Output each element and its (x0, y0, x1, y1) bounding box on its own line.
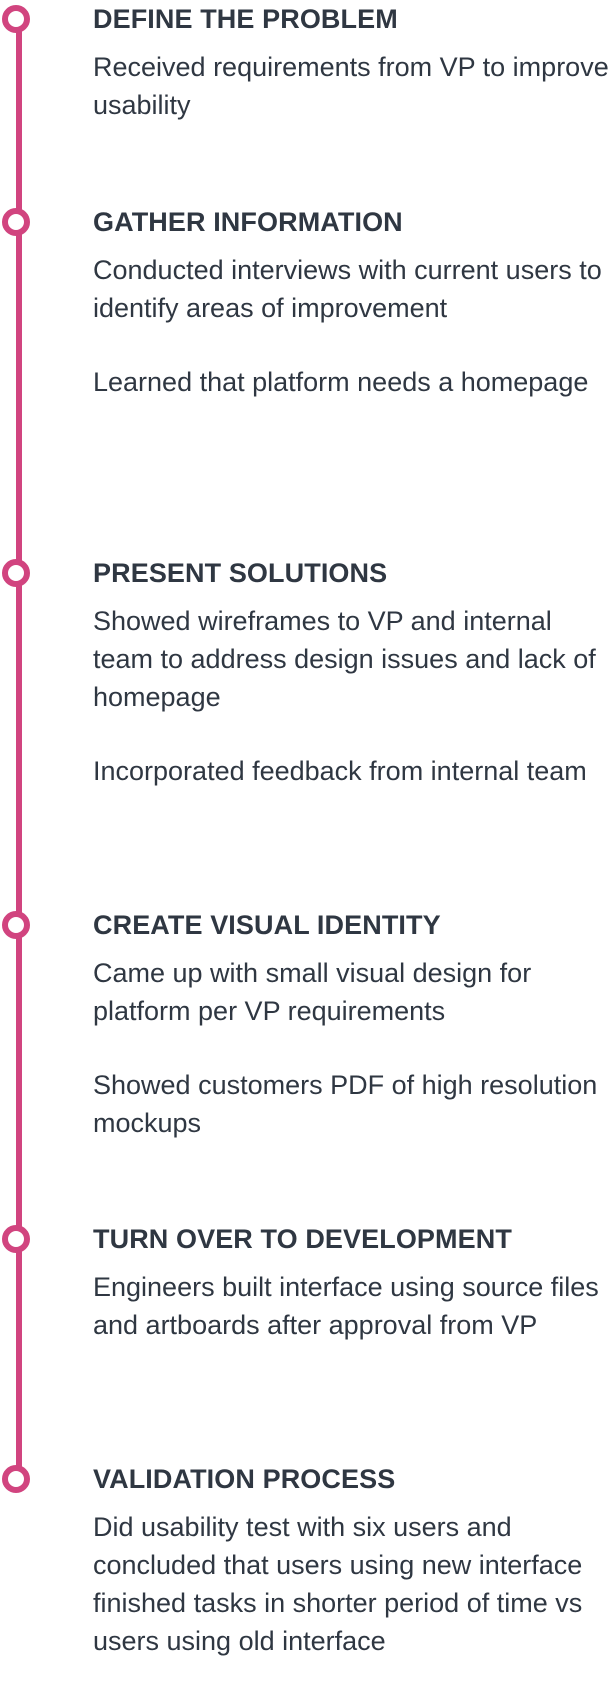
step-content: VALIDATION PROCESS Did usability test wi… (93, 1463, 613, 1660)
step-content: PRESENT SOLUTIONS Showed wireframes to V… (93, 557, 613, 790)
step-title: TURN OVER TO DEVELOPMENT (93, 1224, 512, 1254)
step-paragraph: Did usability test with six users and co… (93, 1512, 583, 1656)
timeline-marker-icon (2, 5, 30, 33)
step-paragraph: Showed wireframes to VP and internal tea… (93, 606, 596, 712)
step-paragraph: Engineers built interface using source f… (93, 1272, 599, 1340)
step-paragraph: Showed customers PDF of high resolution … (93, 1070, 598, 1138)
step-paragraph: Learned that platform needs a homepage (93, 367, 589, 397)
step-paragraph: Received requirements from VP to improve… (93, 52, 609, 120)
step-paragraph: Came up with small visual design for pla… (93, 958, 532, 1026)
timeline-marker-icon (2, 911, 30, 939)
step-title: DEFINE THE PROBLEM (93, 4, 398, 34)
step-paragraph: Incorporated feedback from internal team (93, 756, 587, 786)
timeline-marker-icon (2, 1225, 30, 1253)
step-content: CREATE VISUAL IDENTITY Came up with smal… (93, 909, 613, 1142)
step-title: VALIDATION PROCESS (93, 1464, 396, 1494)
step-content: TURN OVER TO DEVELOPMENT Engineers built… (93, 1223, 613, 1344)
step-content: GATHER INFORMATION Conducted interviews … (93, 206, 613, 401)
timeline-marker-icon (2, 1465, 30, 1493)
step-title: PRESENT SOLUTIONS (93, 558, 388, 588)
timeline-line (16, 20, 22, 1480)
step-paragraph: Conducted interviews with current users … (93, 255, 602, 323)
timeline-marker-icon (2, 208, 30, 236)
timeline-marker-icon (2, 559, 30, 587)
step-title: CREATE VISUAL IDENTITY (93, 910, 441, 940)
step-content: DEFINE THE PROBLEM Received requirements… (93, 3, 613, 124)
step-title: GATHER INFORMATION (93, 207, 403, 237)
